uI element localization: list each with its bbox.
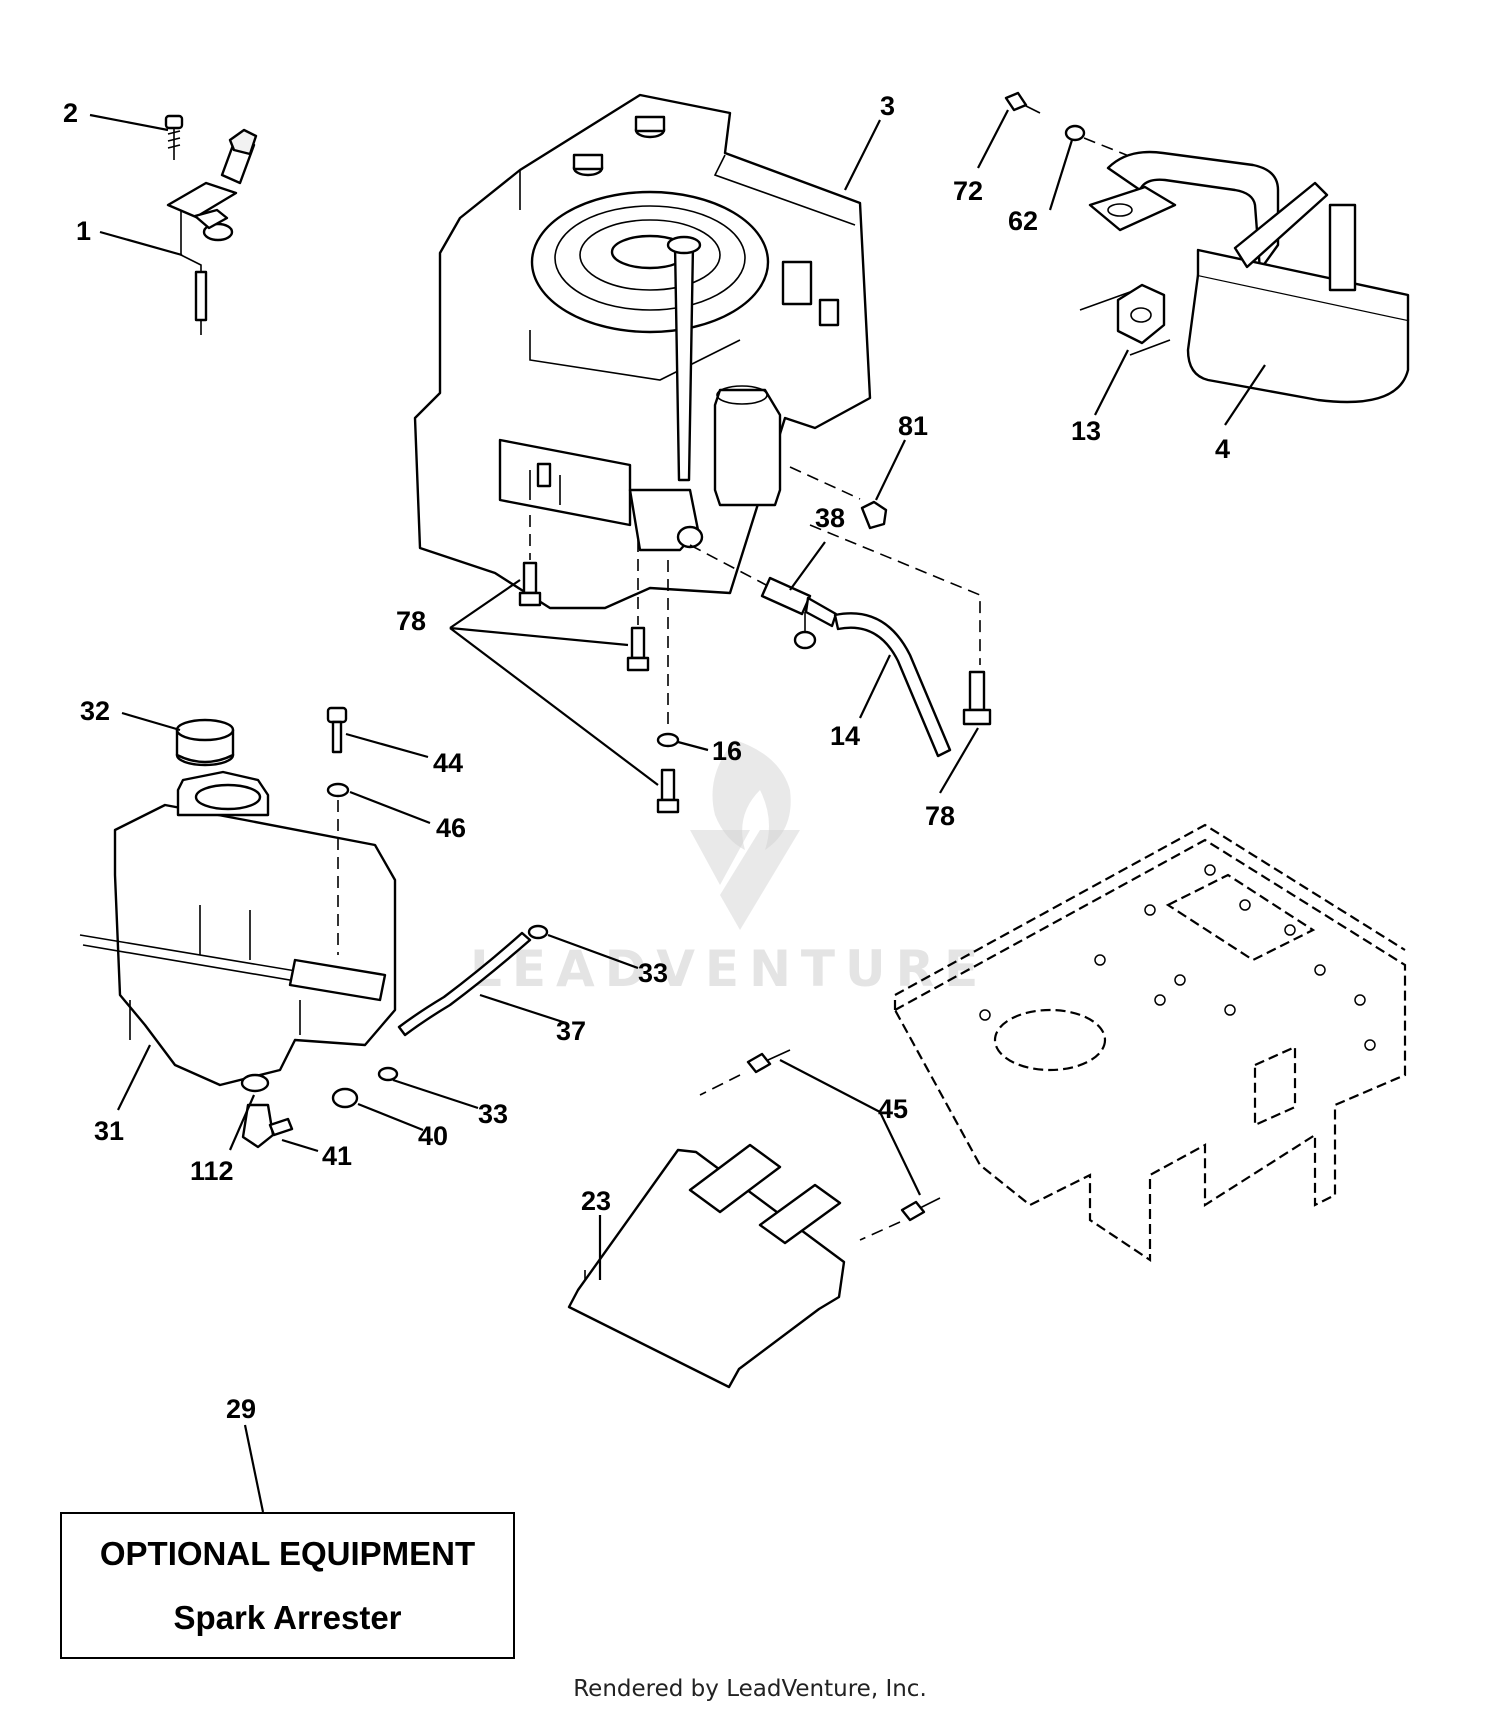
fuel-line-14[interactable] bbox=[833, 612, 952, 758]
watermark-logo bbox=[690, 740, 800, 930]
callout-3: 3 bbox=[880, 91, 895, 121]
callout-81: 81 bbox=[898, 411, 928, 441]
callout-40: 40 bbox=[418, 1121, 448, 1151]
callout-14: 14 bbox=[830, 721, 860, 751]
callout-33-lower: 33 bbox=[478, 1099, 508, 1129]
fuel-filter[interactable] bbox=[689, 544, 838, 650]
chassis-frame bbox=[893, 823, 1407, 1263]
spark-arrester-label: Spark Arrester bbox=[173, 1598, 402, 1636]
render-credit: Rendered by LeadVenture, Inc. bbox=[573, 1676, 927, 1702]
callout-44: 44 bbox=[433, 748, 463, 778]
engine[interactable] bbox=[413, 93, 872, 610]
callout-4: 4 bbox=[1215, 434, 1230, 464]
callout-78-left: 78 bbox=[396, 606, 426, 636]
muffler-assembly[interactable] bbox=[1004, 91, 1410, 404]
callout-112: 112 bbox=[190, 1156, 234, 1186]
watermark-text: LEADVENTURE bbox=[470, 940, 989, 998]
callout-16: 16 bbox=[712, 736, 742, 766]
callout-33-upper: 33 bbox=[638, 958, 668, 988]
heat-shield[interactable] bbox=[567, 1049, 941, 1389]
callout-31: 31 bbox=[94, 1116, 124, 1146]
callout-38: 38 bbox=[815, 503, 845, 533]
callout-41: 41 bbox=[322, 1141, 352, 1171]
callout-78-right: 78 bbox=[925, 801, 955, 831]
engine-mounting-hardware[interactable] bbox=[518, 466, 992, 814]
optional-equipment-title: OPTIONAL EQUIPMENT bbox=[99, 1534, 476, 1572]
fuel-cap[interactable] bbox=[175, 718, 235, 767]
callout-45: 45 bbox=[878, 1094, 908, 1124]
tank-screw[interactable] bbox=[326, 706, 350, 955]
callout-1: 1 bbox=[76, 216, 91, 246]
callout-37: 37 bbox=[556, 1016, 586, 1046]
leader-lines bbox=[89, 109, 1266, 1513]
callout-23: 23 bbox=[581, 1186, 611, 1216]
callout-46: 46 bbox=[436, 813, 466, 843]
fuel-tank[interactable] bbox=[79, 770, 397, 1087]
callout-72: 72 bbox=[953, 176, 983, 206]
optional-equipment-box: OPTIONAL EQUIPMENT Spark Arrester bbox=[60, 1512, 515, 1659]
callout-labels: 2 1 3 4 13 14 16 23 29 31 32 33 33 37 38… bbox=[63, 91, 1230, 1424]
throttle-control[interactable] bbox=[164, 114, 258, 335]
callout-62: 62 bbox=[1008, 206, 1038, 236]
callout-13: 13 bbox=[1071, 416, 1101, 446]
callout-29: 29 bbox=[226, 1394, 256, 1424]
fuel-hose-assembly[interactable] bbox=[240, 924, 549, 1149]
callout-32: 32 bbox=[80, 696, 110, 726]
callout-2: 2 bbox=[63, 98, 78, 128]
